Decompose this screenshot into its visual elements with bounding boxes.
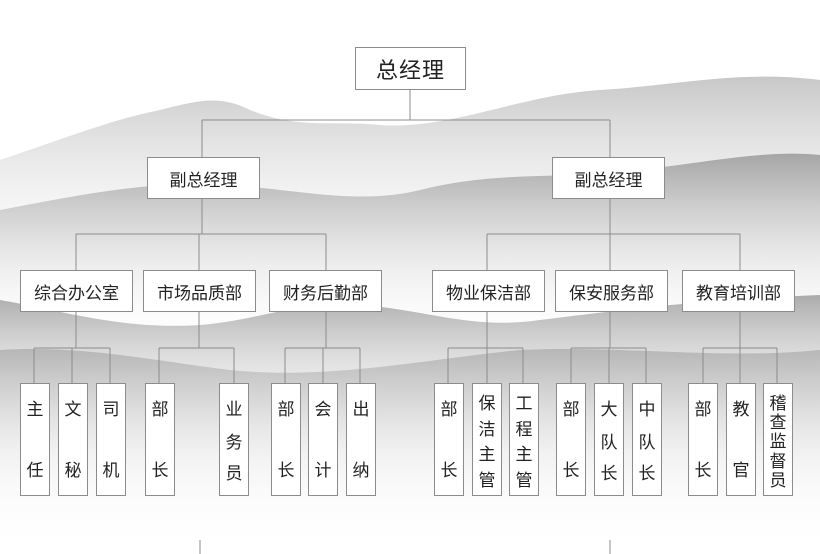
general-manager-box: 总经理 bbox=[355, 47, 466, 90]
role-box-security-1: 大队长 bbox=[594, 383, 624, 496]
role-char: 出 bbox=[352, 400, 370, 420]
dept-security-service: 保安服务部 bbox=[555, 270, 668, 312]
role-char: 保 bbox=[478, 394, 496, 414]
role-char: 管 bbox=[515, 470, 533, 491]
role-char: 程 bbox=[515, 419, 533, 440]
role-box-security-2: 中队长 bbox=[632, 383, 662, 496]
role-char: 业 bbox=[225, 400, 243, 420]
role-char: 长 bbox=[562, 461, 580, 481]
role-char: 监 bbox=[769, 432, 787, 453]
role-char: 大 bbox=[600, 400, 618, 420]
role-box-property-2: 工程主管 bbox=[509, 383, 539, 496]
role-char: 司 bbox=[102, 400, 120, 420]
role-char: 员 bbox=[769, 470, 787, 491]
role-char: 长 bbox=[638, 464, 656, 484]
role-char: 务 bbox=[225, 432, 243, 453]
role-char: 长 bbox=[151, 461, 169, 481]
role-char: 管 bbox=[478, 470, 496, 491]
role-char: 部 bbox=[562, 400, 580, 420]
role-box-finance-0: 部长 bbox=[271, 383, 301, 496]
role-char: 长 bbox=[277, 461, 295, 481]
role-box-market-0: 部长 bbox=[145, 383, 175, 496]
deputy-gm-right-box: 副总经理 bbox=[552, 157, 665, 199]
role-char: 稽 bbox=[769, 394, 787, 414]
role-char: 洁 bbox=[478, 419, 496, 440]
role-char: 主 bbox=[26, 400, 44, 420]
role-box-property-1: 保洁主管 bbox=[472, 383, 502, 496]
role-char: 任 bbox=[26, 461, 44, 481]
role-char: 秘 bbox=[64, 461, 82, 481]
role-box-finance-2: 出纳 bbox=[346, 383, 376, 496]
role-char: 主 bbox=[478, 445, 496, 466]
role-box-training-0: 部长 bbox=[688, 383, 718, 496]
role-char: 队 bbox=[600, 432, 618, 453]
role-char: 督 bbox=[769, 451, 787, 472]
role-char: 队 bbox=[638, 432, 656, 453]
role-char: 员 bbox=[225, 464, 243, 484]
deputy-gm-left-box: 副总经理 bbox=[147, 157, 260, 199]
dept-education-training: 教育培训部 bbox=[682, 270, 795, 312]
role-char: 查 bbox=[769, 413, 787, 434]
role-char: 纳 bbox=[352, 461, 370, 481]
role-box-security-0: 部长 bbox=[556, 383, 586, 496]
role-char: 计 bbox=[314, 461, 332, 481]
role-box-training-1: 教官 bbox=[726, 383, 756, 496]
role-char: 教 bbox=[732, 400, 750, 420]
role-box-office-1: 文秘 bbox=[58, 383, 88, 496]
dept-finance-logistics: 财务后勤部 bbox=[269, 270, 382, 312]
role-char: 工 bbox=[515, 394, 533, 414]
role-box-market-1: 业务员 bbox=[219, 383, 249, 496]
dept-market-quality: 市场品质部 bbox=[143, 270, 256, 312]
role-box-property-0: 部长 bbox=[434, 383, 464, 496]
dept-general-office: 综合办公室 bbox=[20, 270, 133, 312]
role-char: 长 bbox=[440, 461, 458, 481]
role-char: 部 bbox=[151, 400, 169, 420]
role-box-finance-1: 会计 bbox=[308, 383, 338, 496]
role-box-office-0: 主任 bbox=[20, 383, 50, 496]
role-char: 长 bbox=[600, 464, 618, 484]
role-box-training-2: 稽查监督员 bbox=[763, 383, 793, 496]
role-char: 部 bbox=[277, 400, 295, 420]
role-char: 部 bbox=[440, 400, 458, 420]
role-char: 文 bbox=[64, 400, 82, 420]
role-char: 长 bbox=[694, 461, 712, 481]
role-char: 中 bbox=[638, 400, 656, 420]
role-char: 部 bbox=[694, 400, 712, 420]
role-char: 机 bbox=[102, 461, 120, 481]
dept-property-cleaning: 物业保洁部 bbox=[432, 270, 545, 312]
role-char: 主 bbox=[515, 445, 533, 466]
role-box-office-2: 司机 bbox=[96, 383, 126, 496]
role-char: 会 bbox=[314, 400, 332, 420]
role-char: 官 bbox=[732, 461, 750, 481]
